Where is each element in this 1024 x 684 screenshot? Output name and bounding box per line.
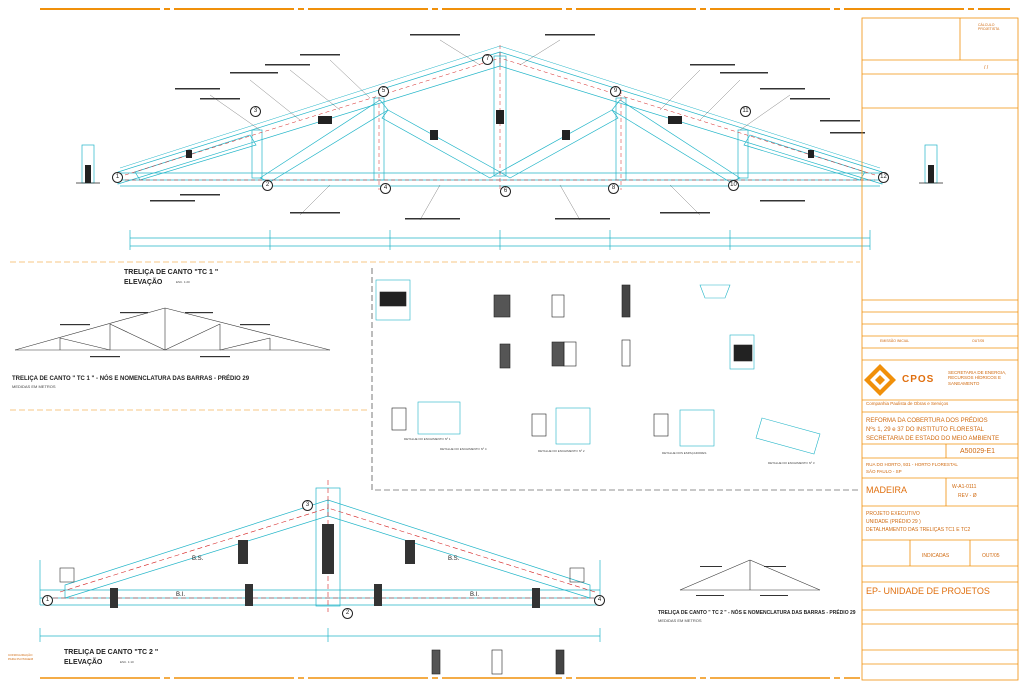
tc1-node-2: 2	[262, 180, 273, 191]
detail-enchimento-4: DETALHE DO ENCHIMENTO Nº 4	[440, 447, 487, 451]
tc1-nodes-diagram	[14, 307, 331, 351]
tc2-node-3: 3	[302, 500, 313, 511]
tb-date-value: OUT/05	[982, 553, 1000, 559]
tc1-nodes-title: TRELIÇA DE CANTO " TC 1 " - NÓS E NOMENC…	[12, 376, 250, 382]
tc1-node-3: 3	[250, 106, 261, 117]
tb-address-line1: RUA DO HORTO, 931 - HORTO FLORESTAL	[866, 462, 958, 467]
tc1-node-6: 6	[500, 186, 511, 197]
tb-phase-line2: UNIDADE (PRÉDIO 29 )	[866, 519, 921, 525]
tb-org-right: SECRETARIA DE ENERGIA, RECURSOS HÍDRICOS…	[948, 370, 1007, 386]
detail-espacadores: DETALHE DOS ESPAÇADORES	[662, 451, 707, 455]
tc2-scale: ESC. 1:10	[120, 660, 134, 664]
detail-enchimento-2: DETALHE DO ENCHIMENTO Nº 2	[538, 449, 585, 453]
tb-unit-name: EP- UNIDADE DE PROJETOS	[866, 586, 990, 596]
tc1-node-4: 4	[380, 183, 391, 194]
tb-logo-text: CPOS	[902, 374, 935, 385]
detail-enchimento-3: DETALHE DO ENCHIMENTO Nº 3	[768, 461, 815, 465]
tc2-title: TRELIÇA DE CANTO "TC 2 "	[64, 649, 159, 656]
tb-sheet-id: W-A1-0111	[952, 484, 977, 490]
tb-scale-value: INDICADAS	[922, 553, 950, 559]
tb-code: A50029-E1	[960, 448, 996, 455]
tc1-node-7: 7	[482, 54, 493, 65]
tc2-nodes-diagram	[679, 559, 821, 591]
detail-enchimento-1: DETALHE DO ENCHIMENTO Nº 1	[404, 437, 451, 441]
section-details	[375, 279, 821, 675]
tb-phase-line3: DETALHAMENTO DAS TRELIÇAS TC1 E TC2	[866, 527, 971, 533]
tb-revision: REV - Ø	[958, 493, 977, 499]
tb-project-line2: Nºs 1, 29 e 37 DO INSTITUTO FLORESTAL	[866, 427, 985, 433]
tb-address-line2: SÃO PAULO - SP	[866, 469, 902, 474]
tb-calc-label: CÁLCULO PROJETISTA	[978, 23, 1000, 31]
tc2-elevation	[39, 487, 601, 642]
tc1-scale: ESC. 1:20	[176, 280, 190, 284]
tc1-node-1: 1	[112, 172, 123, 183]
tc1-title: TRELIÇA DE CANTO "TC 1 "	[124, 269, 219, 276]
tc2-nodes-note: MEDIDAS EM METROS	[658, 618, 702, 623]
tc2-node-2: 2	[342, 608, 353, 619]
tc1-nodes-note: MEDIDAS EM METROS	[12, 384, 56, 389]
tc2-bar-bi-right: B.I.	[470, 592, 480, 598]
title-block	[861, 17, 1019, 681]
tb-company: Companhia Paulista de Obras e Serviços	[866, 401, 949, 406]
tc2-subtitle: ELEVAÇÃO	[64, 659, 103, 666]
plot-config-line1: CONFIGURAÇÃO	[8, 653, 33, 657]
tc2-nodes-title: TRELIÇA DE CANTO " TC 2 " - NÓS E NOMENC…	[658, 610, 856, 616]
tc1-node-9: 9	[610, 86, 621, 97]
tb-rev-date: OUT/05	[972, 339, 985, 343]
tb-project-line3: SECRETARIA DE ESTADO DO MEIO AMBIENTE	[866, 436, 1000, 442]
tc1-subtitle: ELEVAÇÃO	[124, 279, 163, 286]
tc2-node-1: 1	[42, 595, 53, 606]
tc2-bar-bs-right: B.S.	[448, 556, 460, 562]
tb-rev-row: EMISSÃO INICIAL	[880, 339, 910, 343]
tc1-node-5: 5	[378, 86, 389, 97]
cpos-logo	[864, 364, 896, 396]
tc2-node-4: 4	[594, 595, 605, 606]
tc2-bar-bs-left: B.S.	[192, 556, 204, 562]
plot-config-line2: PARA PLOTAGEM	[8, 657, 34, 661]
tb-date-slot: / /	[984, 65, 989, 71]
tc1-node-12: 12	[878, 172, 889, 183]
tb-phase-line1: PROJETO EXECUTIVO	[866, 511, 920, 517]
tc2-bar-bi-left: B.I.	[176, 592, 186, 598]
tc1-node-8: 8	[608, 183, 619, 194]
tc1-node-10: 10	[728, 180, 739, 191]
tb-discipline: MADEIRA	[866, 485, 908, 495]
tc1-node-11: 11	[740, 106, 751, 117]
tb-project-line1: REFORMA DA COBERTURA DOS PRÉDIOS	[866, 418, 988, 424]
